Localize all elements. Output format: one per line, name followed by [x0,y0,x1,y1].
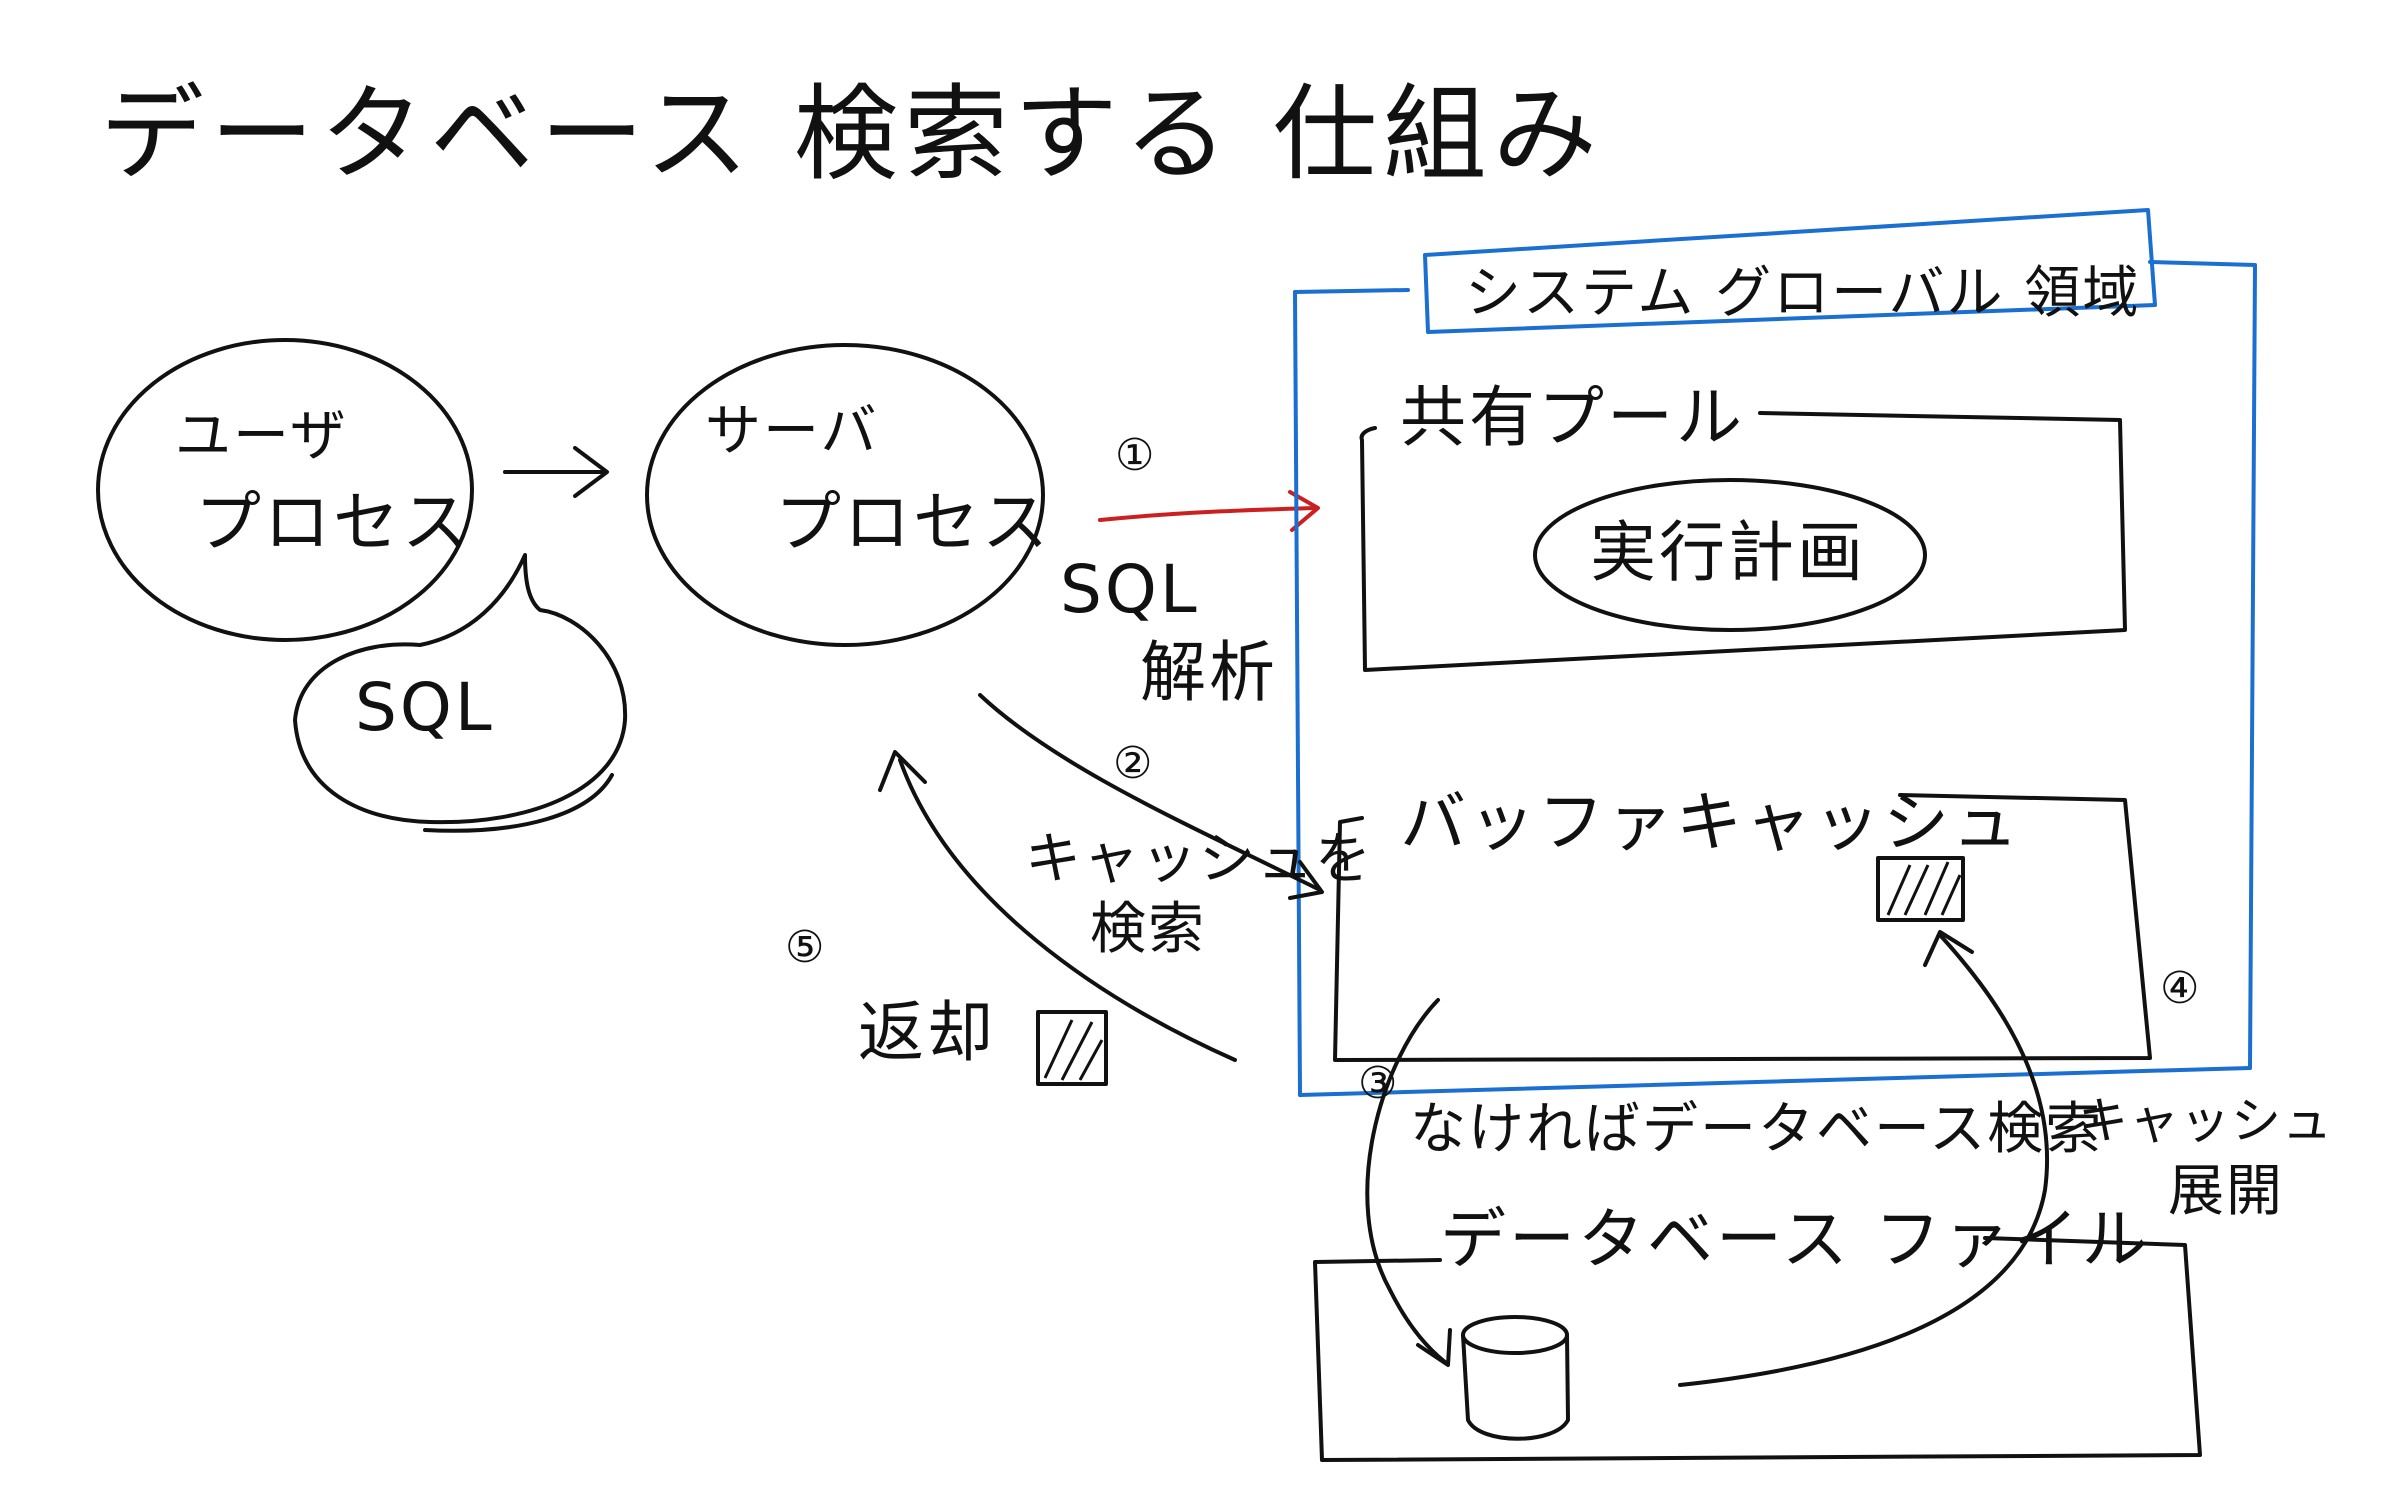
system-global-area: システム グローバル 領域 [1293,208,2257,1097]
database-file: データベース ファイル [1313,1201,2202,1462]
step-3-number: ③ [1358,1058,1397,1109]
sql-bubble-label: SQL [355,669,495,746]
step-4-arrow [1678,930,2049,1387]
user-process-label-line1: ユーザ [175,404,348,469]
returned-block-icon [1036,1010,1108,1086]
buffer-cache-label: バッファキャッシュ [1400,784,2021,861]
system-global-area-tab [1423,208,2157,334]
database-file-box [1313,1236,2202,1462]
return-label: 返却 [858,994,996,1071]
server-process-ellipse [645,343,1045,647]
sql-parse-label-line1: SQL [1060,551,1200,628]
server-process-node: サーバ プロセス [645,343,1051,647]
cache-search-label-line2: 検索 [1090,897,1206,962]
sql-bubble-shape [293,553,628,825]
execution-plan-ellipse [1533,478,1927,632]
user-to-server-arrow [503,446,609,498]
step-1-arrow [1098,490,1320,532]
page-title: データベース 検索する 仕組み [100,73,1603,195]
database-file-label: データベース ファイル [1440,1201,2151,1278]
server-process-label-line2: プロセス [775,484,1051,561]
step-4-number: ④ [2160,963,2199,1014]
system-global-area-label: システム グローバル 領域 [1465,261,2140,326]
cached-block-icon [1876,856,1965,922]
shared-pool-label: 共有プール [1400,379,1745,456]
step-2-arrow [978,693,1324,900]
cache-expand-label-line2: 展開 [2168,1159,2284,1224]
shared-pool: 共有プール 実行計画 [1359,379,2127,672]
sql-parse-label-line2: 解析 [1140,634,1278,711]
step-2-number: ② [1113,738,1152,789]
database-cylinder-icon [1461,1315,1570,1441]
buffer-cache-box [1333,793,2152,1062]
step-5-number: ⑤ [785,922,824,973]
step-5-arrow [878,750,1237,1062]
user-process-label-line2: プロセス [195,484,471,561]
shared-pool-box [1359,411,2127,672]
step-3-arrow [1365,998,1452,1367]
server-process-label-line1: サーバ [705,399,878,464]
buffer-cache: バッファキャッシュ [1333,784,2152,1062]
cache-expand-label-line1: キャッシュ [2078,1092,2333,1150]
user-process-node: ユーザ プロセス [96,338,474,642]
sql-bubble: SQL [293,553,628,833]
db-search-label: なければデータベース検索 [1410,1097,2103,1162]
user-process-ellipse [96,338,474,642]
cache-search-label-line1: キャッシュを [1025,827,1373,892]
execution-plan-label: 実行計画 [1590,514,1866,591]
step-1-number: ① [1115,430,1154,481]
